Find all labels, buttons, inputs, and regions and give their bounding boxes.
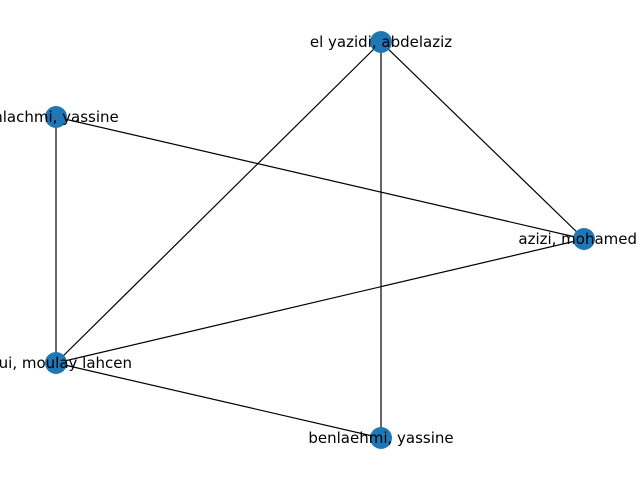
node-n2[interactable] (45, 106, 67, 128)
node-label-n1: el yazidi, abdelaziz (310, 33, 452, 51)
labels-layer: el yazidi, abdelaziz nlachmi, yassine aziz… (0, 33, 640, 447)
edge-n1-n3 (380, 41, 585, 240)
node-label-n5: benlaehmi, yassine (308, 429, 453, 447)
edge-n2-n3 (55, 116, 585, 240)
edge-n4-n5 (55, 362, 382, 439)
edge-n1-n4 (55, 41, 382, 364)
edge-n4-n3 (55, 238, 585, 364)
node-n1[interactable] (370, 31, 392, 53)
edges-layer (55, 41, 585, 439)
node-n3[interactable] (573, 228, 595, 250)
nodes-layer (45, 31, 595, 449)
node-label-n4: noui, moulay lahcen (0, 354, 132, 372)
node-n4[interactable] (45, 352, 67, 374)
node-label-n3: azizi, mohamed s (518, 230, 640, 248)
node-label-n2: nlachmi, yassine (0, 108, 119, 126)
node-n5[interactable] (370, 427, 392, 449)
